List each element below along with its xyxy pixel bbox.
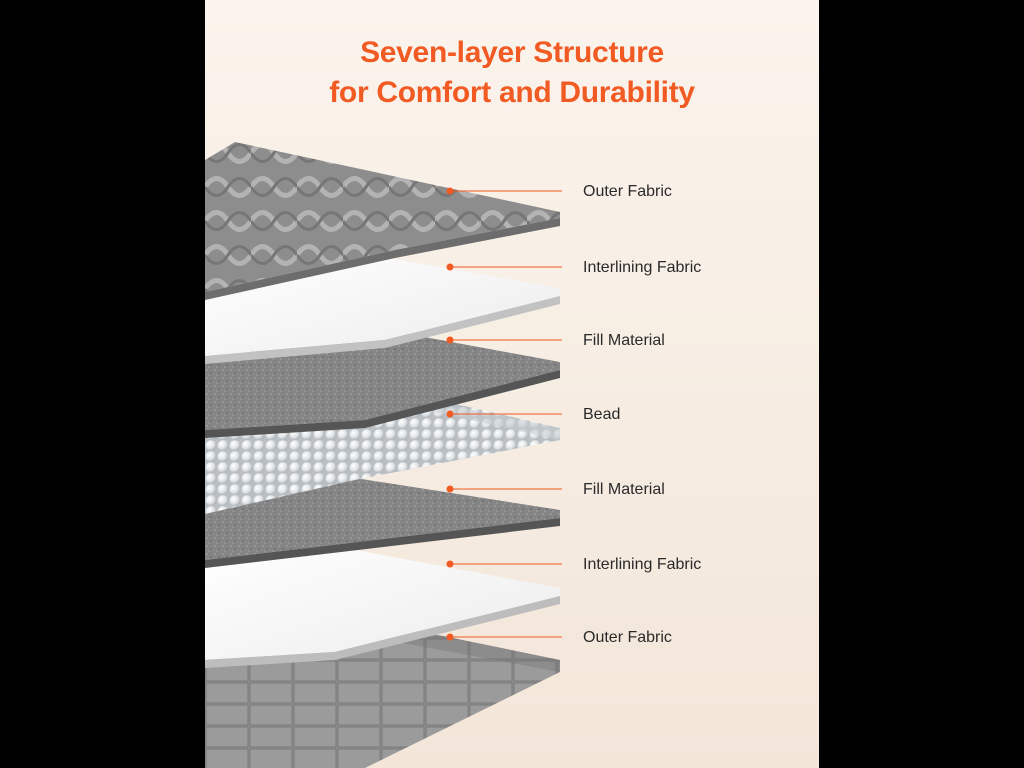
- callout-dot-1: [447, 188, 454, 195]
- callout-dot-6: [447, 561, 454, 568]
- layer-label-outer-fabric-bottom: Outer Fabric: [583, 628, 672, 648]
- layer-label-outer-fabric-top: Outer Fabric: [583, 182, 672, 202]
- left-letterbox: [0, 0, 205, 768]
- callout-dot-7: [447, 634, 454, 641]
- layer-label-fill-material-bottom: Fill Material: [583, 480, 665, 500]
- layer-label-interlining-top: Interlining Fabric: [583, 258, 701, 278]
- layer-label-interlining-bottom: Interlining Fabric: [583, 555, 701, 575]
- layer-stack-illustration: [205, 0, 819, 768]
- callout-dot-5: [447, 486, 454, 493]
- layer-label-bead: Bead: [583, 405, 620, 425]
- layer-label-fill-material-top: Fill Material: [583, 331, 665, 351]
- callout-dot-2: [447, 264, 454, 271]
- callout-dot-4: [447, 411, 454, 418]
- product-infographic: Seven-layer Structure for Comfort and Du…: [205, 0, 819, 768]
- callout-dot-3: [447, 337, 454, 344]
- right-letterbox: [819, 0, 1024, 768]
